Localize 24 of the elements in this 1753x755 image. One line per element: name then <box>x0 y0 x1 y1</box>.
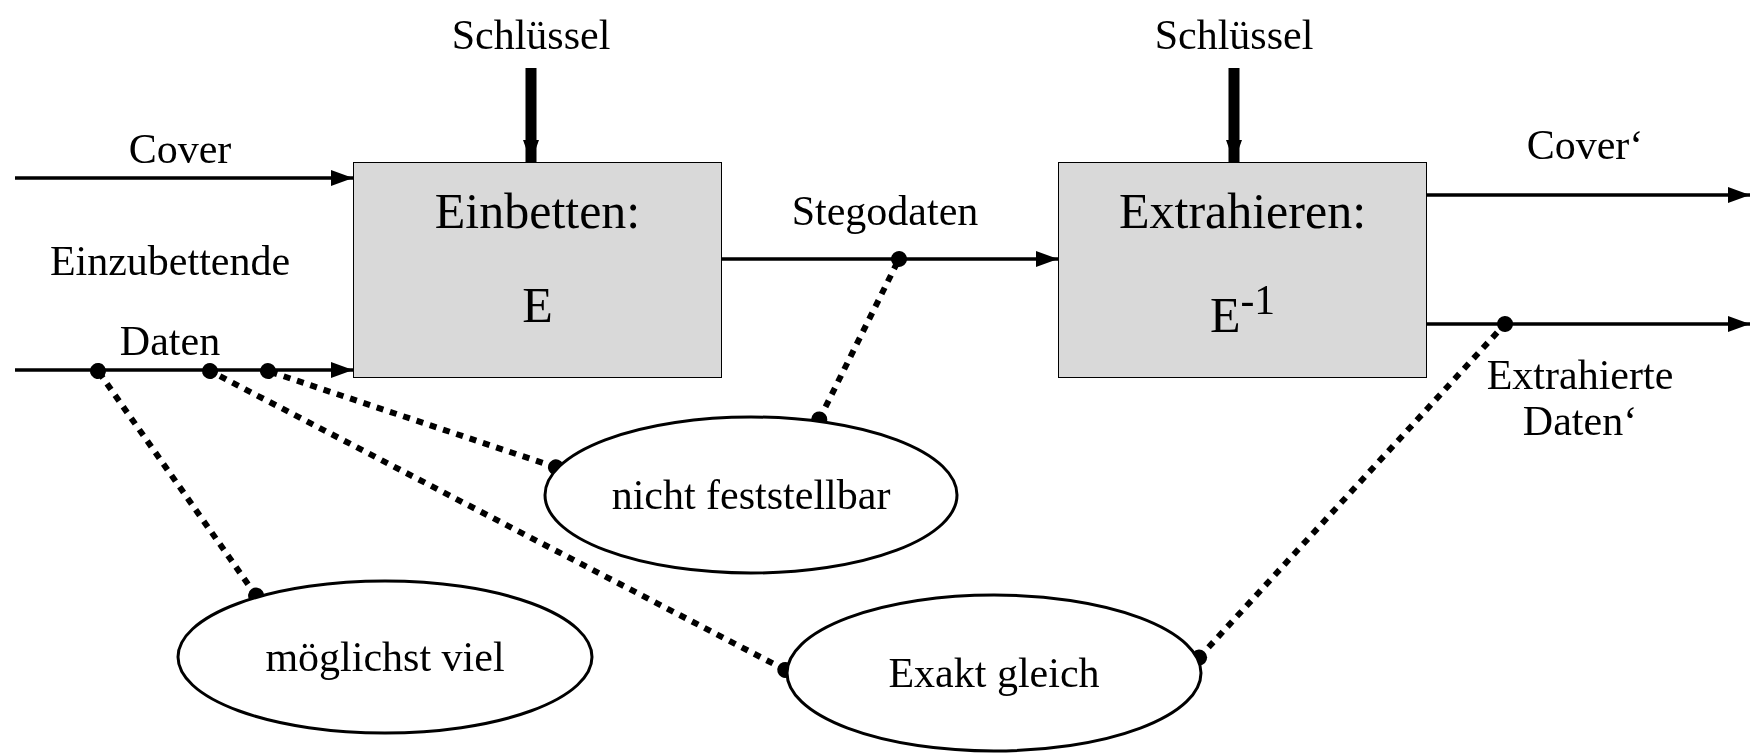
box-symbol: E <box>522 276 553 335</box>
thick-arrow <box>523 68 539 162</box>
edge-label: Cover‘ <box>1525 121 1645 170</box>
process-box <box>353 162 722 378</box>
edge-label: Stegodaten <box>790 187 980 236</box>
thick-arrow <box>1226 68 1242 162</box>
annotation-text: möglichst viel <box>264 632 506 682</box>
leader-line <box>260 363 564 476</box>
arrow <box>1427 187 1750 203</box>
edge-label: Cover <box>127 125 233 174</box>
edge-label: Extrahierte Daten‘ <box>1485 352 1675 445</box>
arrow <box>15 170 353 186</box>
arrow <box>722 251 1058 267</box>
arrow <box>1427 316 1750 332</box>
key-label: Schlüssel <box>430 10 632 60</box>
edge-label: Einzubettende Daten <box>48 237 292 366</box>
arrow <box>15 362 353 378</box>
annotation-text: nicht feststellbar <box>610 470 892 520</box>
box-heading: Extrahieren: <box>1118 182 1367 241</box>
process-box <box>1058 162 1427 378</box>
annotation-text: Exakt gleich <box>887 648 1101 698</box>
key-label: Schlüssel <box>1133 10 1335 60</box>
box-heading: Einbetten: <box>434 182 641 241</box>
box-symbol: E$^{-1}$ <box>1209 276 1276 345</box>
